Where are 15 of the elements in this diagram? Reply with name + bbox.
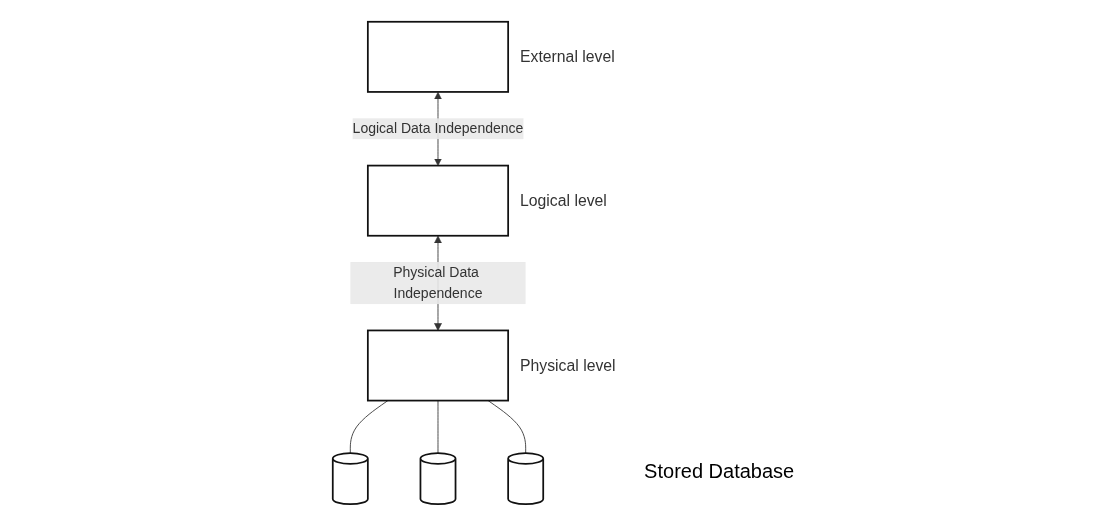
connector [437,400,439,454]
level-label: Logical level [519,191,607,209]
level-label: Physical level [519,356,616,374]
node-cylinder [331,452,369,506]
note-label: Stored Database [644,460,795,483]
node-cylinder [507,452,544,506]
node-box [366,20,509,93]
connector [349,400,389,454]
level-label: External level [519,48,615,66]
edge-label: Logical Data Independence [352,120,524,136]
node-cylinder [419,452,457,506]
connector [487,400,526,454]
node-box [366,329,509,402]
edge-label: Physical Data Independence [392,264,483,301]
node-box [366,164,509,237]
